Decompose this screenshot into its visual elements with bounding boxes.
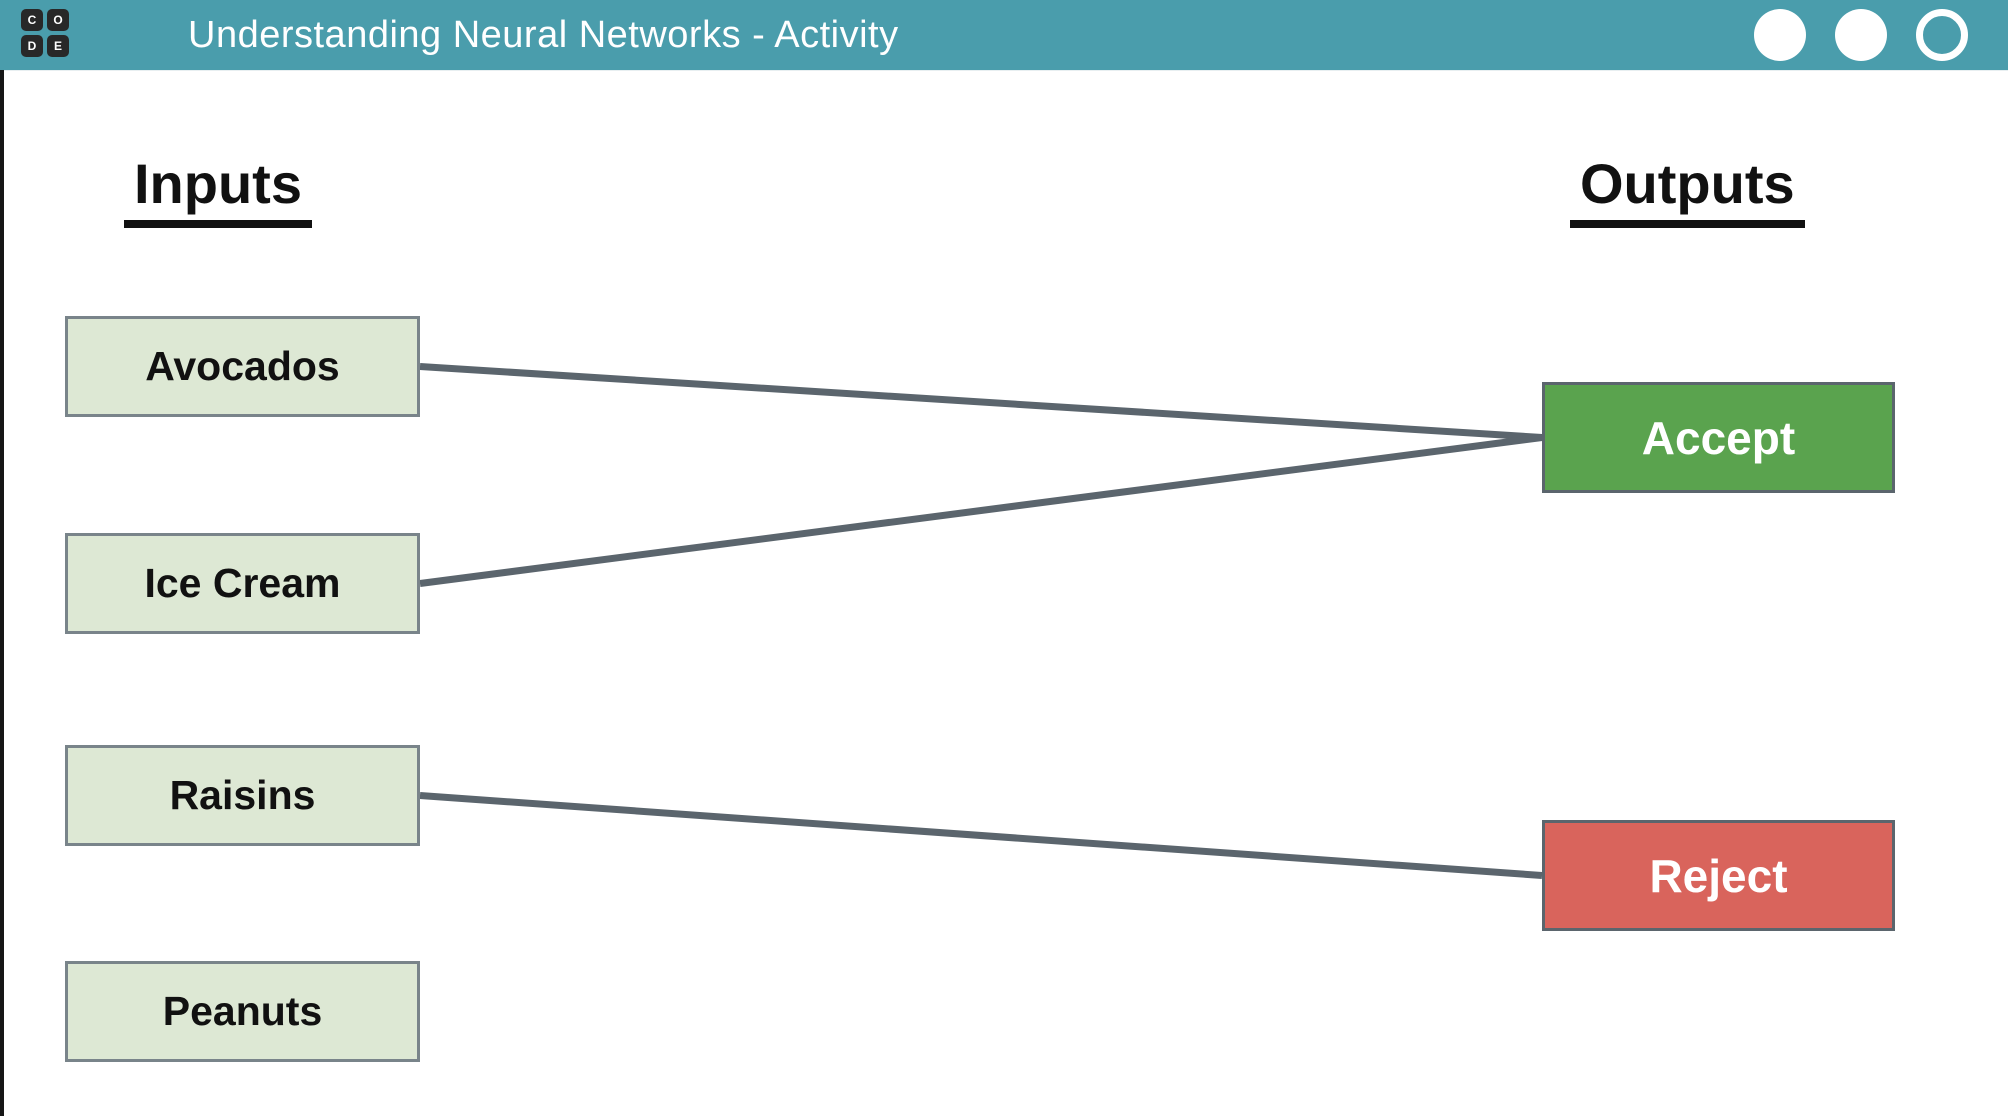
output-node-reject[interactable]: Reject [1542, 820, 1895, 931]
progress-dot-2[interactable] [1835, 9, 1887, 61]
outputs-heading: Outputs [1570, 152, 1805, 229]
progress-dots [1754, 0, 1968, 70]
code-org-logo: C O D E [21, 9, 69, 57]
header-bar: C O D E Understanding Neural Networks - … [0, 0, 2008, 70]
logo-letter-o: O [47, 9, 69, 31]
output-node-accept[interactable]: Accept [1542, 382, 1895, 493]
logo-letter-c: C [21, 9, 43, 31]
page-title: Understanding Neural Networks - Activity [188, 13, 899, 56]
input-node-raisins[interactable]: Raisins [65, 745, 420, 846]
input-node-peanuts[interactable]: Peanuts [65, 961, 420, 1062]
logo-letter-e: E [47, 35, 69, 57]
inputs-heading: Inputs [124, 152, 312, 229]
left-edge-rule [0, 70, 4, 1116]
input-node-ice-cream[interactable]: Ice Cream [65, 533, 420, 634]
input-node-avocados[interactable]: Avocados [65, 316, 420, 417]
progress-dot-3[interactable] [1916, 9, 1968, 61]
progress-dot-1[interactable] [1754, 9, 1806, 61]
logo-letter-d: D [21, 35, 43, 57]
